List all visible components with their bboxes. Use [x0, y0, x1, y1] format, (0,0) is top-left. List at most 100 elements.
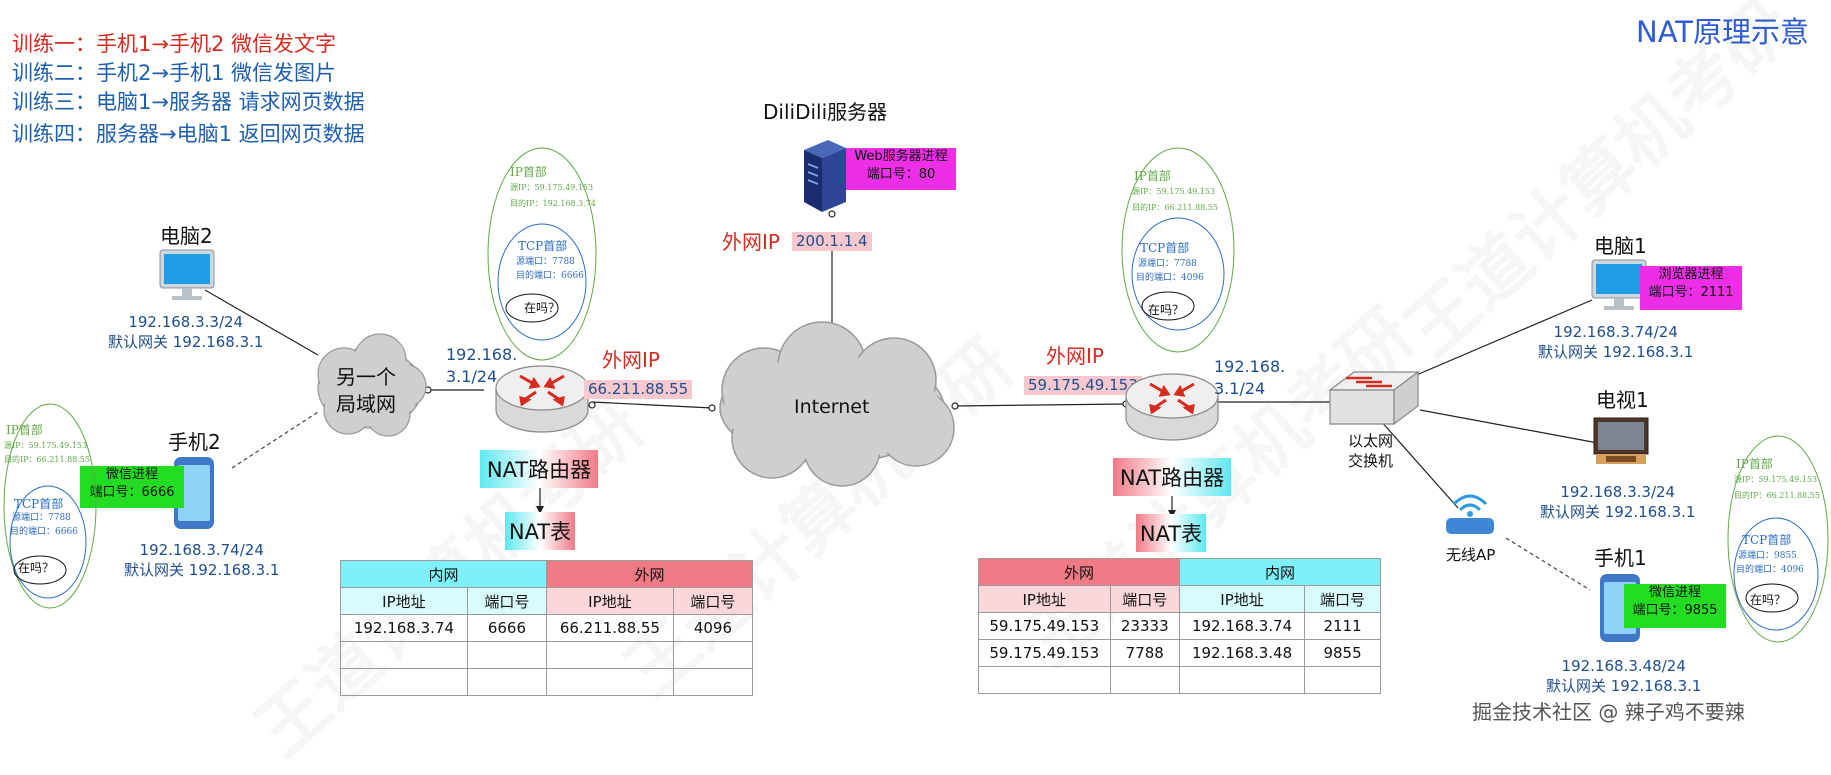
left-table-sub-header: IP地址 [546, 587, 674, 615]
right-router-lan-ip-1: 192.168. [1214, 357, 1286, 376]
switch-label-2: 交换机 [1348, 451, 1394, 470]
internet-cloud [719, 321, 955, 487]
phone1-name: 手机1 [1594, 546, 1647, 570]
right-table-sub-header: 端口号 [1109, 585, 1180, 613]
training-3: 训练三：电脑1→服务器 请求网页数据 [12, 90, 365, 114]
pc1-port: 端口号：2111 [1648, 284, 1734, 300]
note-phone2-bubble: 在吗？ [18, 561, 55, 575]
phone1-ip-block: 192.168.3.48/24 默认网关 192.168.3.1 [1546, 656, 1701, 697]
table-cell: 4096 [672, 614, 754, 642]
table-cell [978, 666, 1111, 694]
table-cell [340, 668, 468, 696]
note-phone1-tcp: TCP首部 [1742, 533, 1792, 547]
server-icon [804, 140, 846, 212]
phone1-gateway: 默认网关 192.168.3.1 [1546, 677, 1702, 696]
phone2-ip: 192.168.3.74/24 [139, 541, 264, 559]
note-right-bubble: 在吗？ [1148, 303, 1185, 317]
lan-cloud-label: 另一个 局域网 [336, 364, 396, 418]
note-phone1-ip-head: IP首部 [1736, 457, 1773, 471]
training-2: 训练二：手机2→手机1 微信发图片 [12, 61, 336, 85]
right-table-group-header: 内网 [1179, 558, 1381, 586]
pc1-process-tag: 浏览器进程 端口号：2111 [1640, 266, 1742, 310]
note-phone1-bubble: 在吗？ [1750, 593, 1787, 607]
table-cell: 59.175.49.153 [978, 612, 1111, 640]
right-router-lan-ip: 192.168. 3.1/24 [1214, 356, 1285, 399]
left-router-icon [495, 365, 589, 433]
right-wan-label: 外网IP [1046, 344, 1104, 368]
web-server-process: Web服务器进程 [854, 149, 948, 164]
phone1-port: 端口号：9855 [1632, 602, 1718, 618]
phone2-icon [174, 457, 214, 529]
note-right-tcp: TCP首部 [1140, 241, 1190, 255]
right-router-lan-ip-2: 3.1/24 [1214, 378, 1266, 398]
note-right-src: 源IP：59.175.49.153 [1132, 187, 1216, 196]
left-nat-table: 内网 外网 IP地址 端口号 IP地址 端口号 192.168.3.74 666… [340, 560, 754, 696]
table-cell: 192.168.3.48 [1178, 639, 1306, 667]
table-row [978, 666, 1381, 694]
table-row [340, 641, 754, 669]
tv1-gateway: 默认网关 192.168.3.1 [1540, 503, 1696, 522]
table-row: 59.175.49.153 23333 192.168.3.74 2111 [978, 612, 1381, 640]
tv1-icon [1593, 417, 1649, 464]
pc2-name: 电脑2 [160, 224, 213, 248]
table-cell [340, 641, 468, 669]
pc1-process: 浏览器进程 [1658, 267, 1724, 282]
internet-label: Internet [794, 396, 870, 418]
server-name: DiliDili服务器 [763, 100, 888, 124]
lan-cloud-line2: 局域网 [336, 392, 396, 416]
note-phone2-ip-head: IP首部 [6, 423, 43, 437]
note-phone2-src-port: 源端口：7788 [12, 513, 71, 523]
note-right-dst-port: 目的端口：4096 [1136, 273, 1204, 283]
packet-note-phone2 [3, 403, 97, 609]
table-cell [466, 668, 548, 696]
note-phone1-src: 源IP：59.175.49.153 [1734, 475, 1818, 484]
left-table-group-header: 外网 [546, 560, 753, 588]
table-cell [1109, 666, 1180, 694]
note-phone2-tcp: TCP首部 [14, 497, 64, 511]
note-left-tcp: TCP首部 [518, 239, 568, 253]
web-server-process-tag: Web服务器进程 端口号：80 [846, 148, 956, 190]
note-phone1-dst-port: 目的端口：4096 [1736, 565, 1804, 575]
phone1-process-tag: 微信进程 端口号：9855 [1624, 584, 1726, 628]
ap-label: 无线AP [1446, 546, 1496, 564]
training-4: 训练四：服务器→电脑1 返回网页数据 [12, 122, 365, 146]
note-right-ip-head: IP首部 [1134, 169, 1171, 183]
left-table-sub-header: 端口号 [466, 587, 548, 615]
web-server-port: 端口号：80 [866, 166, 936, 182]
table-cell [672, 641, 754, 669]
phone2-port: 端口号：6666 [89, 484, 175, 500]
tv1-ip-block: 192.168.3.3/24 默认网关 192.168.3.1 [1540, 482, 1695, 523]
right-table-sub-header: 端口号 [1304, 585, 1381, 613]
right-nat-table-label: NAT表 [1136, 514, 1206, 552]
note-left-dst-port: 目的端口：6666 [516, 271, 584, 281]
left-router-lan-ip-2: 3.1/24 [446, 366, 498, 386]
pc1-ip: 192.168.3.74/24 [1553, 323, 1678, 341]
table-cell [672, 668, 754, 696]
note-left-src-port: 源端口：7788 [516, 257, 575, 267]
page-title: NAT原理示意 [1636, 15, 1809, 49]
ethernet-switch-icon [1328, 370, 1420, 426]
training-1: 训练一：手机1→手机2 微信发文字 [12, 32, 336, 56]
note-phone2-src: 源IP：59.175.49.153 [4, 441, 88, 450]
pc1-gateway: 默认网关 192.168.3.1 [1538, 343, 1694, 362]
table-cell: 7788 [1109, 639, 1180, 667]
left-nat-router-label: NAT路由器 [480, 450, 598, 488]
footer-credit: 掘金技术社区 @ 辣子鸡不要辣 [1472, 700, 1745, 724]
phone1-ip: 192.168.3.48/24 [1561, 657, 1686, 675]
phone2-process: 微信进程 [105, 467, 158, 482]
table-row [340, 668, 754, 696]
table-cell: 23333 [1109, 612, 1180, 640]
table-row: 192.168.3.74 6666 66.211.88.55 4096 [340, 614, 754, 642]
pc1-monitor-icon [1591, 259, 1647, 310]
pc1-ip-block: 192.168.3.74/24 默认网关 192.168.3.1 [1538, 322, 1693, 363]
note-left-src: 源IP：59.175.49.153 [510, 183, 594, 192]
phone2-process-tag: 微信进程 端口号：6666 [80, 466, 184, 508]
right-router-icon [1125, 373, 1219, 441]
pc2-ip: 192.168.3.3/24 [128, 313, 244, 331]
table-cell: 6666 [466, 614, 548, 642]
left-nat-table-label: NAT表 [505, 512, 575, 550]
left-table-sub-header: IP地址 [340, 587, 468, 615]
table-cell [546, 668, 674, 696]
right-table-group-header: 外网 [978, 558, 1180, 586]
left-router-lan-ip-1: 192.168. [446, 345, 518, 364]
